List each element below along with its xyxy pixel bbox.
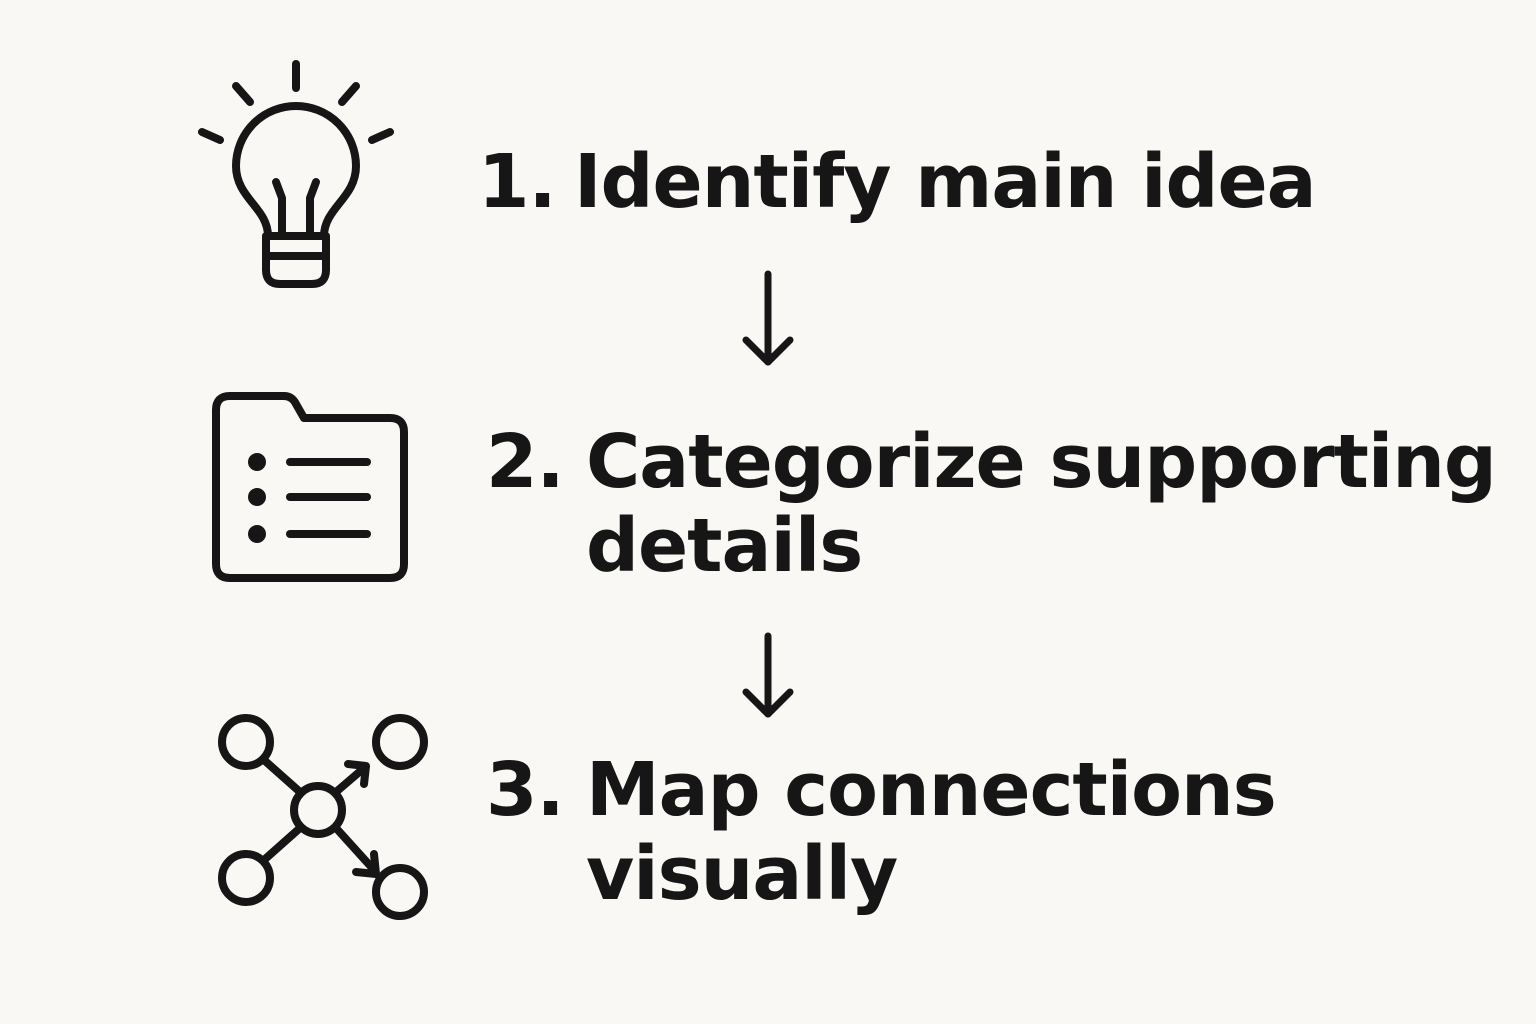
step-number: 3. [486, 747, 565, 833]
network-icon [214, 712, 434, 924]
down-arrow-icon [738, 632, 798, 726]
down-arrow-icon [738, 270, 798, 374]
step-3: 3. Map connections visually [486, 747, 1277, 917]
step-2: 2. Categorize supporting details [486, 419, 1497, 589]
step-label: Map connections visually [586, 747, 1277, 917]
step-1: 1. Identify main idea [478, 139, 1317, 225]
folder-list-icon [212, 392, 408, 582]
step-number: 2. [486, 419, 565, 505]
lightbulb-icon [196, 58, 396, 290]
step-label: Identify main idea [574, 139, 1317, 225]
step-label: Categorize supporting details [586, 419, 1497, 589]
step-number: 1. [478, 139, 557, 225]
